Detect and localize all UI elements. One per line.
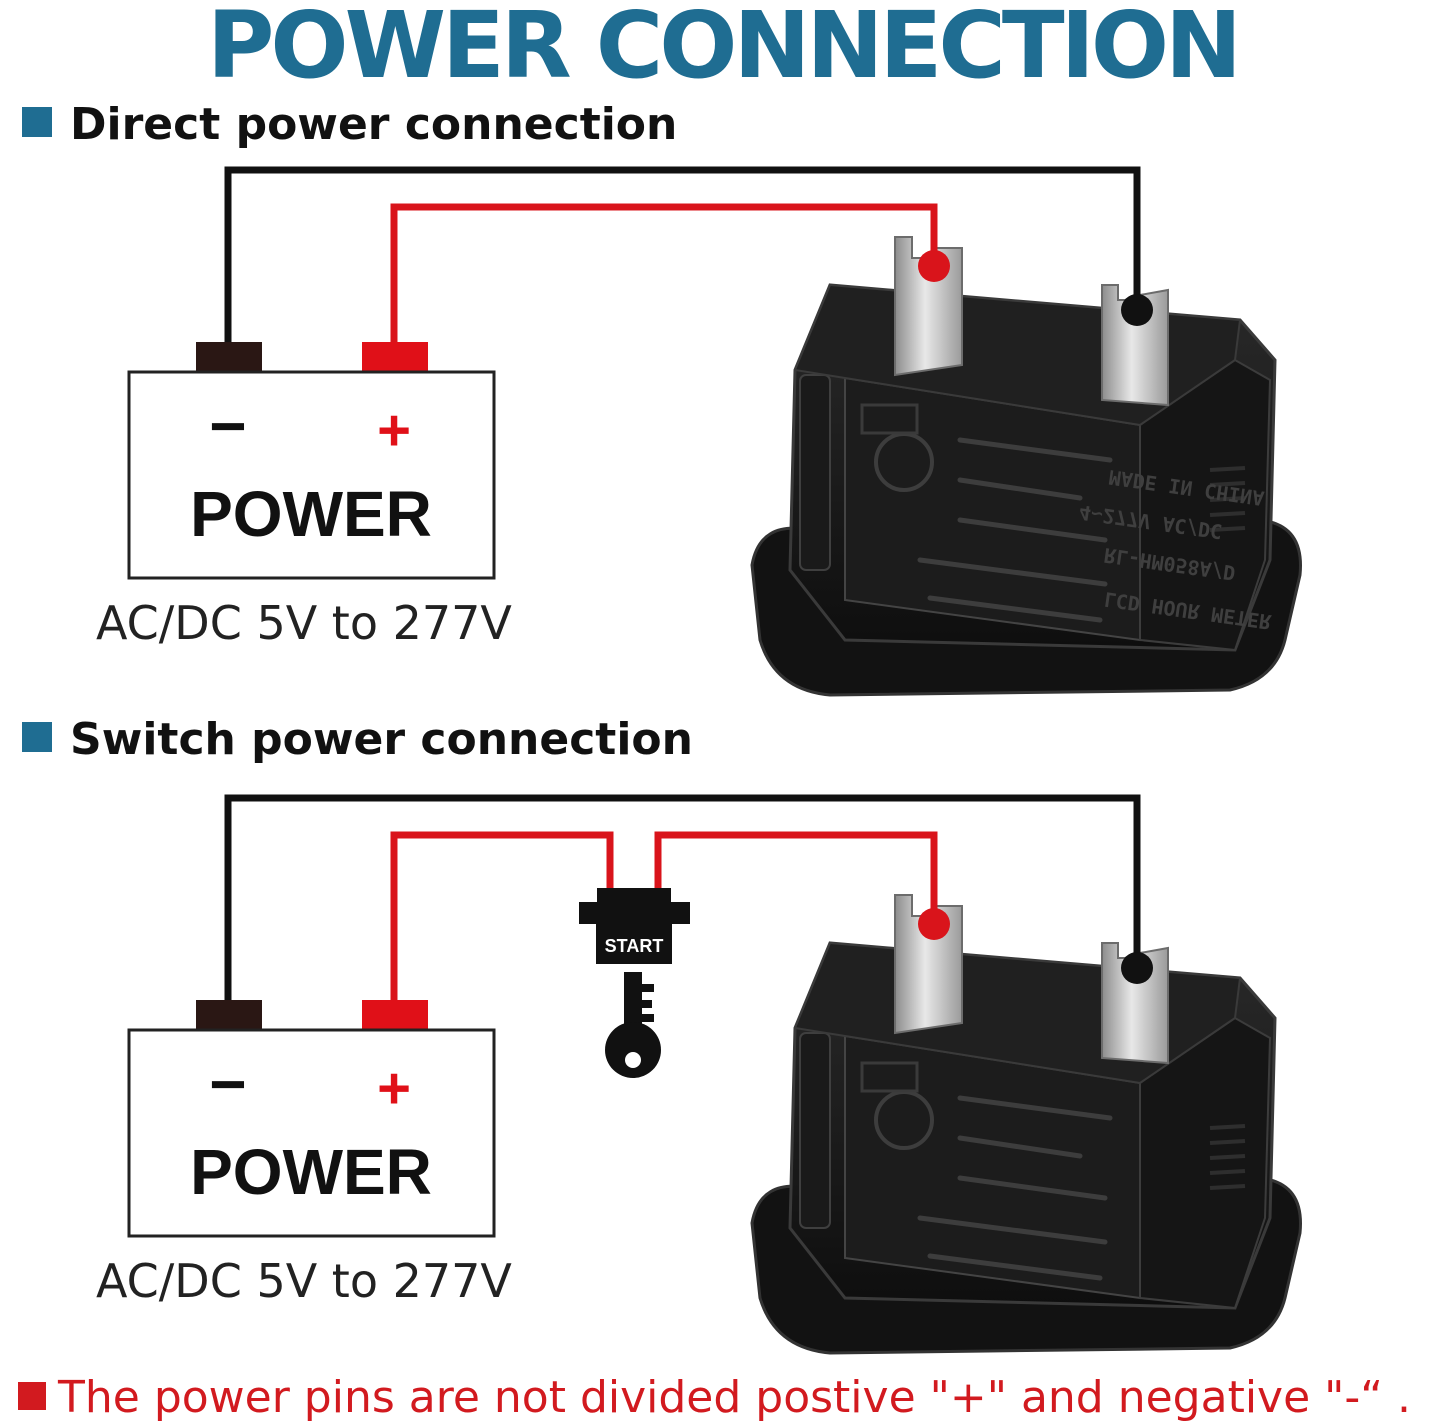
red-wire-switch-a <box>390 831 614 1003</box>
power-label: POWER <box>190 478 432 550</box>
minus-sign: − <box>209 390 246 462</box>
start-switch: START <box>579 888 690 964</box>
battery-icon: − + POWER <box>127 342 496 580</box>
black-wire-direct <box>224 166 1141 345</box>
section-heading-direct: Direct power connection <box>70 99 678 150</box>
section-title-direct: Direct power connection <box>22 100 677 150</box>
red-wire-switch-b <box>654 831 938 920</box>
plus-sign: + <box>377 1056 411 1121</box>
section-title-switch: Switch power connection <box>22 715 693 765</box>
battery-icon: − + POWER <box>127 1000 496 1238</box>
red-terminal-dot <box>918 250 950 282</box>
power-label: POWER <box>190 1136 432 1208</box>
red-wire-direct <box>390 203 938 345</box>
black-terminal-dot <box>1121 294 1153 326</box>
plus-sign: + <box>377 398 411 463</box>
black-wire-switch <box>224 794 1141 1003</box>
minus-sign: − <box>209 1048 246 1120</box>
key-icon <box>605 972 661 1078</box>
start-switch-label: START <box>605 936 664 956</box>
section-heading-switch: Switch power connection <box>70 714 693 765</box>
polarity-note: The power pins are not divided postive "… <box>18 1372 1411 1424</box>
bullet-square-icon <box>22 107 52 137</box>
voltage-range-switch: AC/DC 5V to 277V <box>96 1254 512 1308</box>
black-terminal-dot <box>1121 952 1153 984</box>
red-terminal-dot <box>918 908 950 940</box>
note-bullet-icon <box>18 1382 46 1410</box>
meter-device-switch <box>752 895 1301 1353</box>
polarity-note-text: The power pins are not divided postive "… <box>58 1372 1412 1423</box>
page-title: POWER CONNECTION <box>206 0 1242 99</box>
voltage-range-direct: AC/DC 5V to 277V <box>96 596 512 650</box>
bullet-square-icon <box>22 722 52 752</box>
